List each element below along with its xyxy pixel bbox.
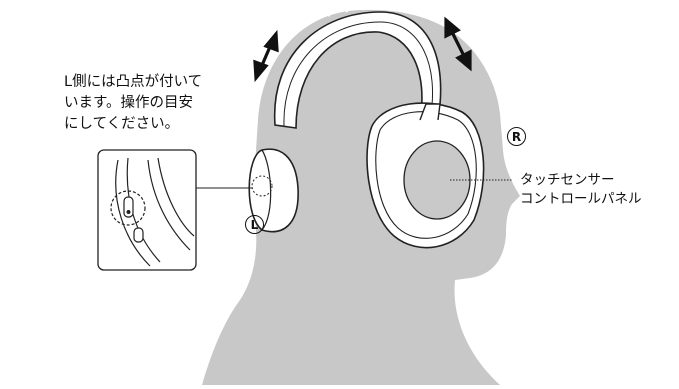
left-side-label: L [250, 217, 259, 232]
caption-line: L側には凸点が付いて [64, 74, 203, 90]
right-slider [419, 103, 441, 121]
left-earcup [248, 148, 299, 233]
rotation-arrow-icon [444, 16, 472, 72]
caption-line: います。操作の目安 [64, 95, 194, 111]
right-side-label: R [511, 129, 522, 144]
right-side-badge: R [507, 127, 526, 146]
caption-line: にしてください。 [64, 116, 180, 132]
raised-dot-caption: L側には凸点が付いて います。操作の目安 にしてください。 [64, 72, 264, 135]
raised-dot-highlight [251, 175, 273, 197]
rotation-arrow-icon [253, 29, 279, 83]
touch-sensor-panel [403, 140, 471, 220]
raised-dot-icon [123, 196, 134, 218]
headband-texture [310, 3, 366, 24]
inset-dashed-circle [110, 190, 146, 226]
left-side-badge: L [245, 215, 264, 234]
inset-button [133, 227, 144, 243]
callout-line-2: コントロールパネル [520, 191, 642, 207]
touch-sensor-callout: タッチセンサー コントロールパネル [520, 171, 679, 209]
callout-line-1: タッチセンサー [520, 172, 615, 188]
inset-earcup-curves [115, 157, 195, 267]
headband-inner-line [283, 21, 434, 127]
inset-frame [97, 149, 197, 271]
